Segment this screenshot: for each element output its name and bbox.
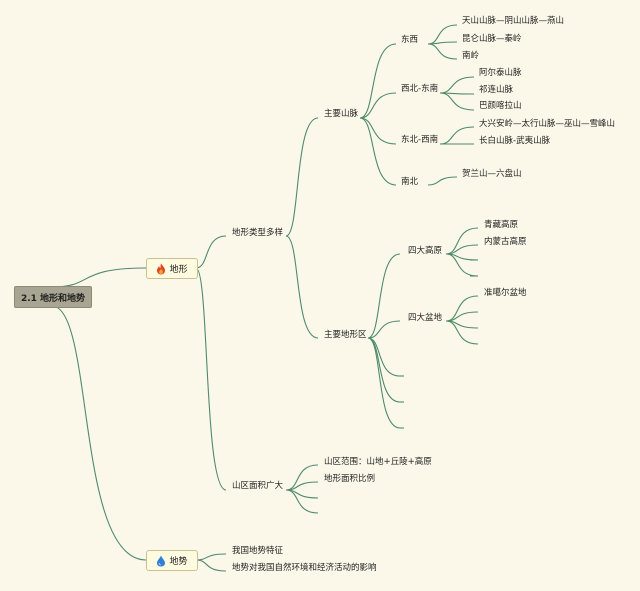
relief-item[interactable]: 地势对我国自然环境和经济活动的影响	[232, 563, 377, 573]
connector	[359, 43, 397, 119]
connector	[285, 489, 319, 514]
connector	[439, 76, 475, 94]
connector	[195, 235, 227, 269]
connector	[359, 117, 397, 145]
connector	[285, 464, 319, 491]
range-item[interactable]: 昆仑山脉—秦岭	[462, 34, 522, 44]
range-item[interactable]: 阿尔泰山脉	[479, 68, 522, 78]
connector	[445, 253, 479, 277]
relief-item[interactable]: 我国地势特征	[232, 546, 284, 556]
area-item[interactable]: 地形面积比例	[324, 474, 376, 484]
node-direction-nwse[interactable]: 西北-东南	[401, 84, 439, 94]
node-direction-ew[interactable]: 东西	[401, 35, 419, 45]
range-item[interactable]: 祁连山脉	[479, 85, 514, 95]
water-drop-icon	[157, 555, 166, 566]
connector	[445, 295, 479, 322]
connector	[367, 337, 401, 403]
range-item[interactable]: 南岭	[462, 51, 480, 61]
topic-relief-label: 地势	[169, 557, 188, 567]
connector	[359, 117, 397, 186]
connector	[367, 320, 401, 339]
range-item[interactable]: 巴颜喀拉山	[479, 101, 522, 111]
plateau-item[interactable]: 内蒙古高原	[484, 237, 527, 247]
connector	[195, 559, 227, 572]
connector	[195, 267, 227, 491]
topic-terrain-label: 地形	[169, 265, 188, 275]
range-item[interactable]: 天山山脉—阴山山脉—燕山	[462, 16, 565, 26]
node-direction-ns[interactable]: 南北	[401, 177, 419, 187]
connector	[51, 267, 147, 288]
connector	[439, 126, 475, 145]
basin-item[interactable]: 准噶尔盆地	[484, 288, 527, 298]
connector	[285, 117, 319, 237]
connector	[427, 24, 458, 45]
range-item[interactable]: 贺兰山—六盘山	[462, 169, 522, 179]
node-main-regions[interactable]: 主要地形区	[324, 330, 367, 340]
topic-terrain[interactable]: 地形	[146, 258, 198, 279]
range-item[interactable]: 长白山脉-武夷山脉	[479, 136, 551, 146]
connector	[427, 43, 458, 60]
root-label: 2.1 地形和地势	[20, 293, 86, 304]
range-item[interactable]: 大兴安岭—太行山脉—巫山—雪峰山	[479, 119, 616, 129]
connector	[367, 253, 401, 339]
node-mountain-area[interactable]: 山区面积广大	[232, 481, 284, 491]
connector	[445, 320, 479, 345]
node-basins[interactable]: 四大盆地	[408, 313, 443, 323]
node-direction-nesw[interactable]: 东北-西南	[401, 135, 439, 145]
fire-icon	[157, 263, 166, 274]
connector	[359, 92, 397, 119]
area-item[interactable]: 山区范围：山地+丘陵+高原	[324, 457, 432, 467]
node-plateaus[interactable]: 四大高原	[408, 246, 443, 256]
connector	[367, 337, 401, 429]
plateau-item[interactable]: 青藏高原	[484, 220, 519, 230]
connector	[51, 305, 147, 561]
connector	[439, 92, 475, 111]
connector	[285, 235, 319, 339]
connector	[445, 227, 479, 255]
connector	[195, 553, 227, 561]
node-main-mountains[interactable]: 主要山脉	[324, 109, 359, 119]
topic-relief[interactable]: 地势	[146, 550, 198, 571]
connector	[427, 176, 458, 186]
node-terrain-types[interactable]: 地形类型多样	[232, 228, 284, 238]
root-node[interactable]: 2.1 地形和地势	[14, 286, 92, 308]
